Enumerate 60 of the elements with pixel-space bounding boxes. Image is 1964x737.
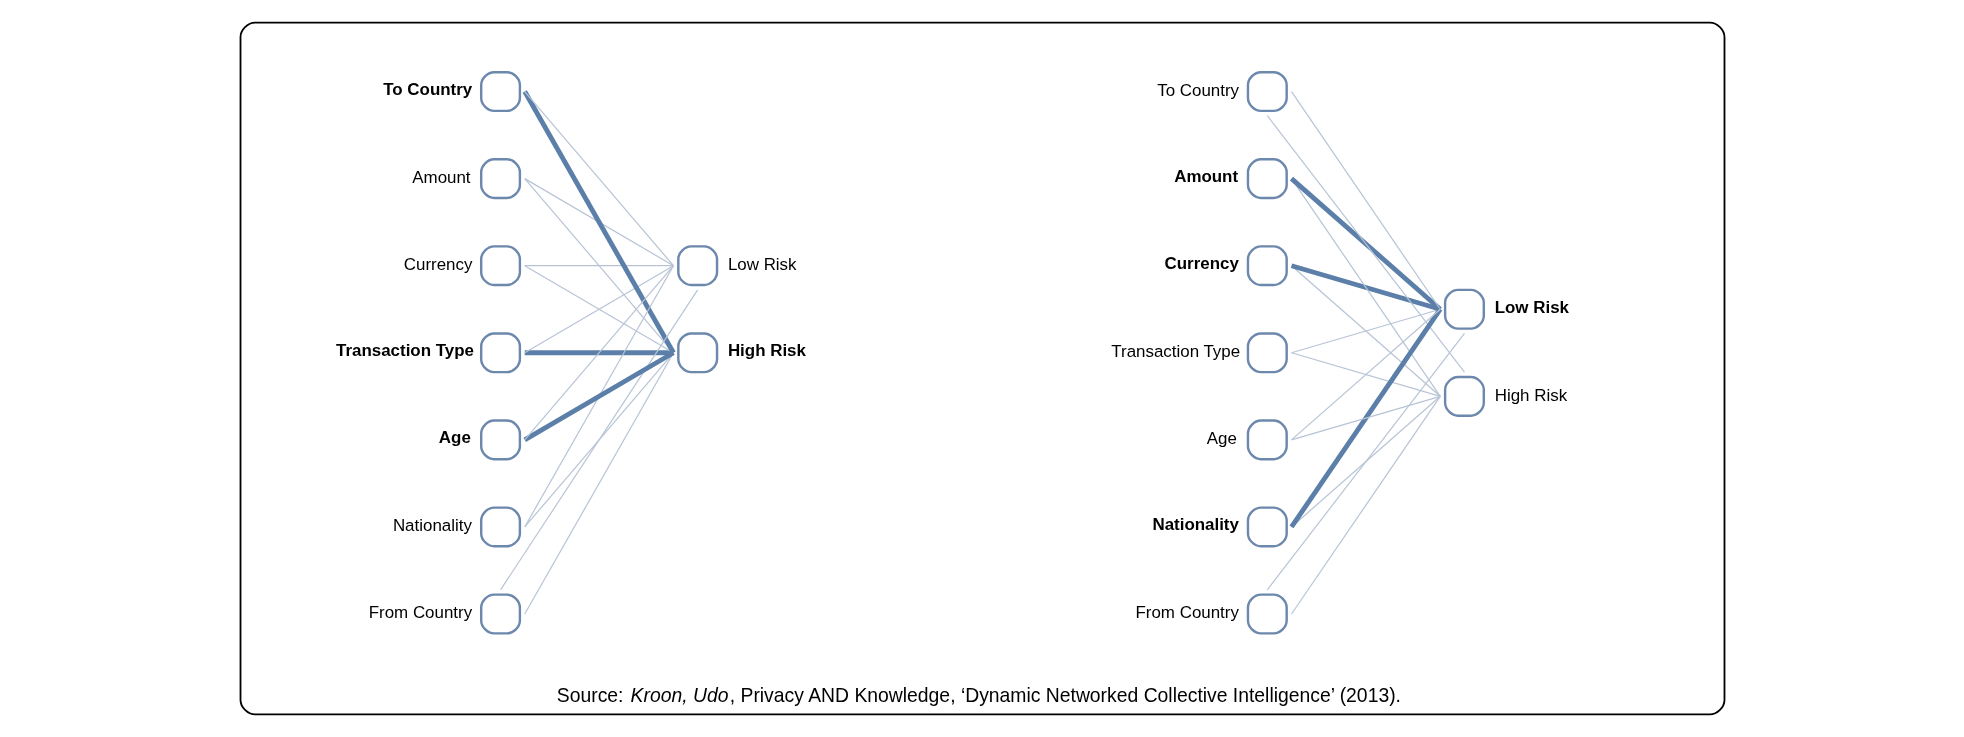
- node-label: Currency: [1164, 253, 1239, 273]
- connector: [1290, 395, 1441, 615]
- connector: [523, 178, 674, 267]
- connector: [523, 352, 674, 528]
- connector: [524, 350, 673, 356]
- connector: [522, 90, 676, 354]
- connector: [523, 265, 674, 354]
- connector: [1266, 115, 1465, 373]
- connector: [1290, 90, 1441, 310]
- node-circle: [1246, 506, 1288, 548]
- connector: [1289, 307, 1442, 529]
- node-label: Nationality: [1151, 515, 1239, 535]
- node-circle: [1246, 158, 1288, 200]
- node-circle: [479, 506, 521, 548]
- connector: [523, 265, 674, 441]
- node-circle: [479, 245, 521, 287]
- node-label: Transaction Type: [1110, 342, 1240, 362]
- node-label: Low Risk: [1494, 297, 1569, 317]
- node-circle: [479, 158, 521, 200]
- connector: [499, 289, 698, 591]
- node-label: Transaction Type: [335, 341, 474, 361]
- node-circle: [1443, 288, 1485, 330]
- node-circle: [676, 245, 718, 287]
- node-label: Low Risk: [727, 255, 797, 275]
- node-label: From Country: [1134, 603, 1239, 623]
- node-circle: [479, 332, 521, 374]
- connector: [1290, 395, 1441, 441]
- node-circle: [479, 419, 521, 461]
- connector: [523, 265, 674, 267]
- node-label: Age: [438, 428, 471, 448]
- node-label: High Risk: [727, 341, 806, 361]
- node-label: High Risk: [1494, 385, 1567, 405]
- connector: [523, 178, 674, 354]
- connector: [1290, 352, 1441, 397]
- node-circle: [1443, 375, 1485, 417]
- node-label: From Country: [368, 603, 472, 623]
- node-label: Amount: [1173, 166, 1238, 186]
- node-label: Amount: [411, 168, 471, 188]
- node-circle: [1246, 245, 1288, 287]
- connector: [1266, 332, 1465, 591]
- connector: [523, 352, 674, 615]
- node-circle: [1246, 593, 1288, 635]
- connector: [523, 350, 675, 442]
- node-circle: [676, 332, 718, 374]
- node-label: Currency: [403, 255, 472, 275]
- connector: [1290, 308, 1441, 441]
- node-circle: [479, 71, 521, 113]
- connector: [523, 265, 674, 528]
- node-circle: [479, 593, 521, 635]
- node-circle: [1246, 71, 1288, 113]
- node-circle: [1246, 419, 1288, 461]
- node-label: To Country: [382, 79, 472, 99]
- node-label: Nationality: [392, 516, 472, 536]
- node-label: Age: [1206, 429, 1237, 449]
- connector: [1289, 176, 1442, 312]
- node-label: To Country: [1156, 81, 1239, 101]
- connector: [523, 90, 674, 267]
- connector: [1290, 265, 1441, 397]
- connector: [1290, 178, 1441, 397]
- node-circle: [1246, 332, 1288, 374]
